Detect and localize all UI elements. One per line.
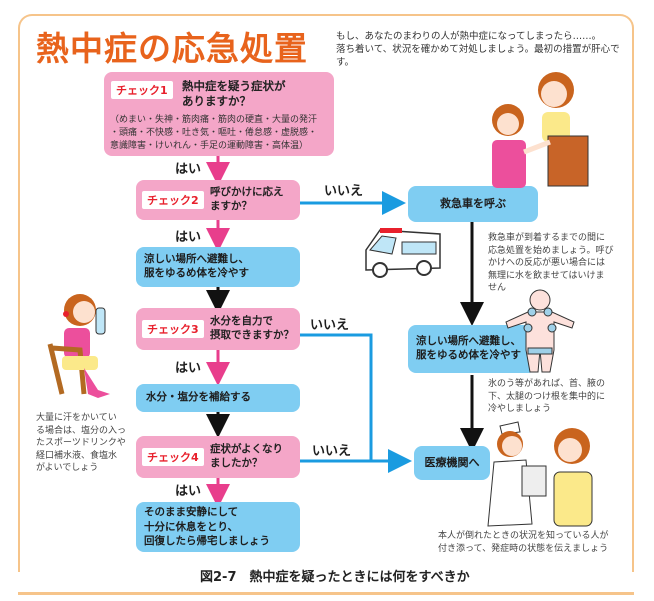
ambulance-icon (365, 228, 441, 278)
hydrate-box: 水分・塩分を補給する (136, 384, 300, 412)
hospital-box: 医療機関へ (414, 446, 490, 480)
note-line: 応急処置を始めましょう。呼び (488, 245, 614, 256)
intro-line: もし、あなたのまわりの人が熱中症になってしまったら……。 (336, 31, 602, 42)
call-ambulance-text: 救急車を呼ぶ (440, 197, 506, 210)
rest-box: そのまま安静にして 十分に休息をとり、 回復したら帰宅しましょう (136, 502, 300, 552)
action-line: 十分に休息をとり、 (144, 520, 239, 533)
cool-down-box: 涼しい場所へ避難し、 服をゆるめ体を冷やす (136, 247, 300, 287)
symptoms-line: （めまい・失神・筋肉痛・筋肉の硬直・大量の発汗 (110, 115, 318, 125)
action-line: 涼しい場所へ避難し、 (416, 335, 521, 347)
note-line: 本人が倒れたときの状況を知っている人が (438, 531, 609, 541)
bottom-rule (18, 592, 634, 595)
note-line: がよいでしょう (36, 463, 99, 473)
question-line: ましたか？ (210, 457, 263, 469)
no-line (300, 333, 373, 461)
note-line: 救急車が到着するまでの間に (488, 233, 606, 243)
note-line: 大量に汗をかいてい (36, 413, 117, 423)
figure-caption: 図2-7 熱中症を疑ったときには何をすべきか (200, 570, 470, 585)
check-3-question: 水分を自力で 摂取できますか？ (210, 314, 294, 342)
yes-label: はい (175, 230, 202, 245)
symptoms-line: 意識障害・けいれん・手足の運動障害・高体温） (110, 141, 309, 151)
note-line: 無理に水を飲ませてはいけま (488, 270, 605, 281)
question-line: 熱中症を疑う症状が (182, 79, 286, 93)
cool-down-right-text: 涼しい場所へ避難し、 服をゆるめ体を冷やす (416, 334, 521, 362)
nurse-and-woman-illustration (487, 421, 593, 527)
check-4-question: 症状がよくなり ましたか？ (210, 442, 283, 470)
check-1-badge: チェック1 (111, 81, 173, 99)
yes-label: はい (175, 162, 202, 177)
cool-down-right-box: 涼しい場所へ避難し、 服をゆるめ体を冷やす (408, 325, 536, 373)
action-line: 服をゆるめ体を冷やす (416, 349, 521, 361)
drink-note: 大量に汗をかいてい る場合は、塩分の入っ たスポーツドリンクや 経口補水液、食塩… (36, 412, 132, 475)
check-2-question: 呼びかけに応え ますか？ (210, 185, 284, 213)
check-3-box: チェック3 水分を自力で 摂取できますか？ (136, 308, 300, 350)
yes-label: はい (175, 361, 202, 376)
page-frame (18, 14, 634, 572)
note-line: 氷のう等があれば、首、腋の (488, 379, 606, 389)
intro-text: もし、あなたのまわりの人が熱中症になってしまったら……。 落ち着いて、状況を確か… (336, 30, 636, 69)
ambulance-note: 救急車が到着するまでの間に 応急処置を始めましょう。呼び かけへの反応が悪い場合… (488, 232, 618, 295)
note-line: せん (488, 283, 507, 293)
check-3-badge: チェック3 (142, 320, 204, 338)
check-2-box: チェック2 呼びかけに応え ますか？ (136, 180, 300, 220)
check-1-question: 熱中症を疑う症状が ありますか？ (182, 79, 286, 109)
page-title: 熱中症の応急処置 (36, 29, 308, 68)
check-1-box: チェック1 熱中症を疑う症状が ありますか？ （めまい・失神・筋肉痛・筋肉の硬直… (104, 72, 334, 156)
action-line: 服をゆるめ体を冷やす (144, 267, 249, 279)
hydrate-text: 水分・塩分を補給する (146, 391, 251, 403)
no-label: いいえ (324, 184, 364, 199)
action-line: 回復したら帰宅しましょう (144, 535, 270, 547)
note-line: 付き添って、発症時の状態を伝えましょう (438, 543, 609, 554)
note-line: 冷やしましょう (488, 404, 552, 414)
check-2-badge: チェック2 (142, 191, 204, 209)
note-line: る場合は、塩分の入っ (36, 425, 127, 436)
cool-down-text: 涼しい場所へ避難し、 服をゆるめ体を冷やす (144, 252, 249, 280)
check-4-badge: チェック4 (142, 448, 204, 466)
question-line: 呼びかけに応え (210, 186, 284, 198)
note-line: 経口補水液、食塩水 (36, 450, 118, 461)
no-label: いいえ (310, 318, 350, 333)
body-cooling-illustration (505, 289, 575, 373)
girl-drinking-illustration (47, 294, 110, 398)
symptoms-line: ・頭痛・不快感・吐き気・嘔吐・倦怠感・虚脱感・ (110, 128, 318, 138)
action-line: 涼しい場所へ避難し、 (144, 253, 249, 265)
no-label: いいえ (312, 444, 352, 459)
question-line: ありますか？ (182, 94, 251, 108)
rest-text: そのまま安静にして 十分に休息をとり、 回復したら帰宅しましょう (144, 505, 270, 549)
check-4-box: チェック4 症状がよくなり ましたか？ (136, 436, 300, 478)
note-line: 下、太腿のつけ根を集中的に (488, 391, 606, 402)
note-line: かけへの反応が悪い場合には (488, 258, 606, 268)
call-ambulance-box: 救急車を呼ぶ (408, 186, 538, 222)
question-line: 摂取できますか？ (210, 329, 294, 341)
question-line: 水分を自力で (210, 315, 273, 327)
ice-note: 氷のう等があれば、首、腋の 下、太腿のつけ根を集中的に 冷やしましょう (488, 378, 618, 416)
mother-and-child-illustration (492, 72, 589, 188)
question-line: 症状がよくなり (210, 443, 283, 455)
question-line: ますか？ (210, 200, 252, 212)
hospital-note: 本人が倒れたときの状況を知っている人が 付き添って、発症時の状態を伝えましょう (438, 530, 638, 555)
intro-line: 落ち着いて、状況を確かめて対処しましょう。最初の措置が肝心です。 (336, 44, 620, 68)
note-line: たスポーツドリンクや (36, 438, 126, 448)
yes-label: はい (175, 484, 202, 499)
action-line: そのまま安静にして (144, 506, 239, 518)
hospital-text: 医療機関へ (424, 456, 480, 469)
check-1-symptoms: （めまい・失神・筋肉痛・筋肉の硬直・大量の発汗 ・頭痛・不快感・吐き気・嘔吐・倦… (110, 114, 332, 153)
